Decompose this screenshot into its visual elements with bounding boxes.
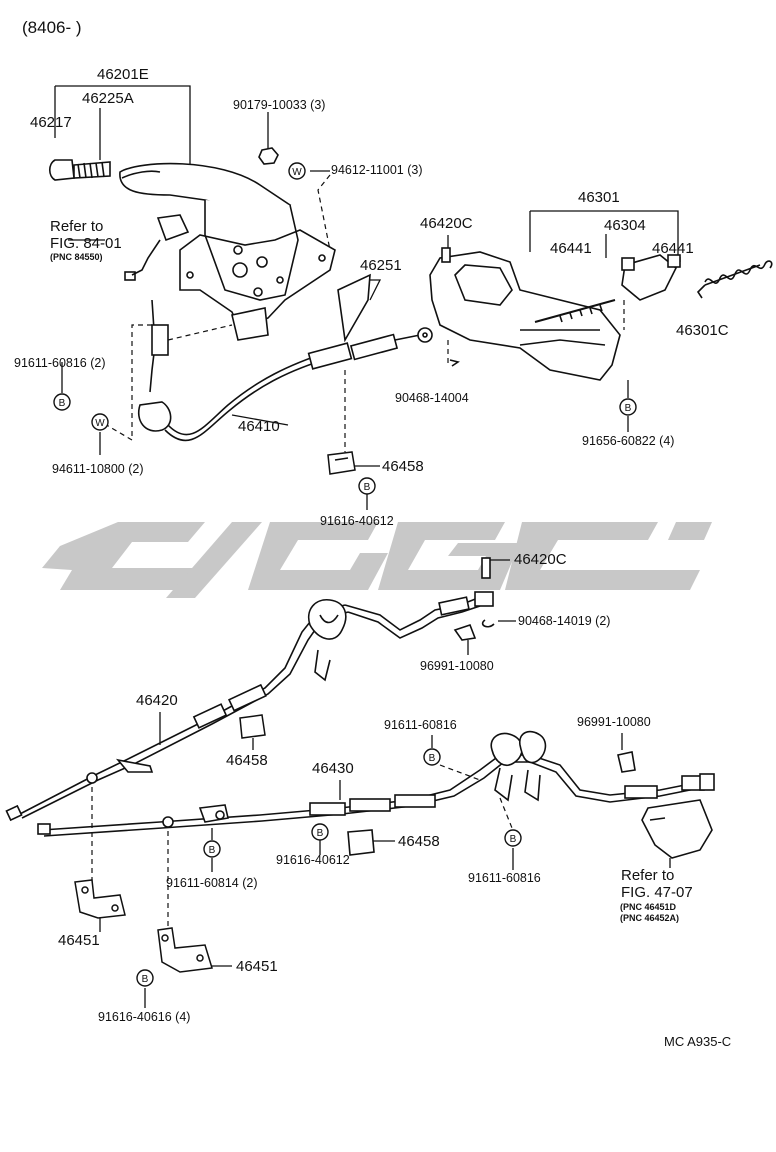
label-46420C-mid: 46420C	[514, 551, 567, 568]
label-46458-low: 46458	[398, 833, 440, 850]
label-91611-60816-top: 91611-60816 (2)	[14, 356, 106, 370]
washer-symbol-1	[91, 413, 109, 431]
label-46441-right: 46441	[652, 240, 694, 257]
label-46251: 46251	[360, 257, 402, 274]
label-46410: 46410	[238, 418, 280, 435]
washer-letter: W	[95, 418, 105, 429]
label-94612-11001: 94612-11001 (3)	[331, 163, 423, 177]
label-91611-60816-mid: 91611-60816	[384, 718, 457, 732]
label-46217: 46217	[30, 114, 72, 131]
bolt-symbol-2	[358, 477, 376, 495]
watermark-logo	[42, 522, 712, 598]
ref-fig84-pnc: (PNC 84550)	[50, 252, 103, 262]
label-91616-40612-top: 91616-40612	[320, 514, 394, 528]
ref-fig47-pnc2: (PNC 46452A)	[620, 913, 680, 923]
ref-fig47-line1: Refer to	[621, 867, 675, 884]
rear-cable-46420	[5, 557, 495, 822]
ref-fig47-line2: FIG. 47-07	[621, 884, 693, 901]
label-46441-left: 46441	[550, 240, 592, 257]
dashed-assembly-lines	[91, 174, 625, 935]
bolt-letter: B	[429, 753, 436, 764]
label-46225A: 46225A	[82, 90, 134, 107]
bolt-symbol-5	[311, 823, 329, 841]
label-46420: 46420	[136, 692, 178, 709]
header-date-code: (8406- )	[22, 18, 82, 37]
label-46301: 46301	[578, 189, 620, 206]
clamp-46458-mid	[239, 714, 266, 739]
ref-fig84-line2: FIG. 84-01	[50, 235, 122, 252]
front-cable-46410	[138, 299, 433, 442]
bolt-letter: B	[209, 845, 216, 856]
footer-code: MC A935-C	[664, 1034, 732, 1049]
washer-symbol-2	[288, 162, 306, 180]
bolt-symbol-3	[619, 398, 637, 416]
label-46304: 46304	[604, 217, 646, 234]
bolt-symbol-1	[53, 393, 71, 411]
leader-lines	[54, 85, 681, 1008]
fastener-symbols	[53, 162, 637, 987]
parking-brake-lever	[48, 147, 371, 343]
bolt-symbol-6	[203, 840, 221, 858]
label-91611-60816-low: 91611-60816	[468, 871, 541, 885]
bolt-symbol-8	[136, 969, 154, 987]
label-91656-60822: 91656-60822 (4)	[582, 434, 675, 448]
rear-cable-46430	[37, 730, 715, 859]
label-94611-10800: 94611-10800 (2)	[52, 462, 144, 476]
bolt-letter: B	[317, 828, 324, 839]
bolt-symbol-7	[504, 829, 522, 847]
label-91616-40612-low: 91616-40612	[276, 853, 350, 867]
bolt-symbol-4	[423, 748, 441, 766]
ref-fig47-pnc1: (PNC 46451D	[620, 902, 677, 912]
label-46201E: 46201E	[97, 66, 149, 83]
brackets-46451	[74, 879, 213, 973]
label-46430: 46430	[312, 760, 354, 777]
bolt-letter: B	[59, 398, 66, 409]
ref-fig84-line1: Refer to	[50, 218, 104, 235]
label-91616-40616: 91616-40616 (4)	[98, 1010, 191, 1024]
label-46451-left: 46451	[58, 932, 100, 949]
label-90179-10033: 90179-10033 (3)	[233, 98, 326, 112]
washer-letter: W	[292, 167, 302, 178]
label-46301C: 46301C	[676, 322, 729, 339]
equalizer-assembly	[429, 247, 773, 381]
label-46451-right: 46451	[236, 958, 278, 975]
label-91611-60814: 91611-60814 (2)	[166, 876, 258, 890]
label-96991-10080-mid: 96991-10080	[420, 659, 494, 673]
clamp-46458-top	[327, 451, 356, 475]
bolt-letter: B	[510, 834, 517, 845]
label-46458-mid: 46458	[226, 752, 268, 769]
bolt-letter: B	[364, 482, 371, 493]
label-96991-10080-right: 96991-10080	[577, 715, 651, 729]
label-46420C-top: 46420C	[420, 215, 473, 232]
bolt-letter: B	[625, 403, 632, 414]
bolt-letter: B	[142, 974, 149, 985]
label-90468-14004: 90468-14004	[395, 391, 469, 405]
label-46458-top: 46458	[382, 458, 424, 475]
label-90468-14019: 90468-14019 (2)	[518, 614, 611, 628]
